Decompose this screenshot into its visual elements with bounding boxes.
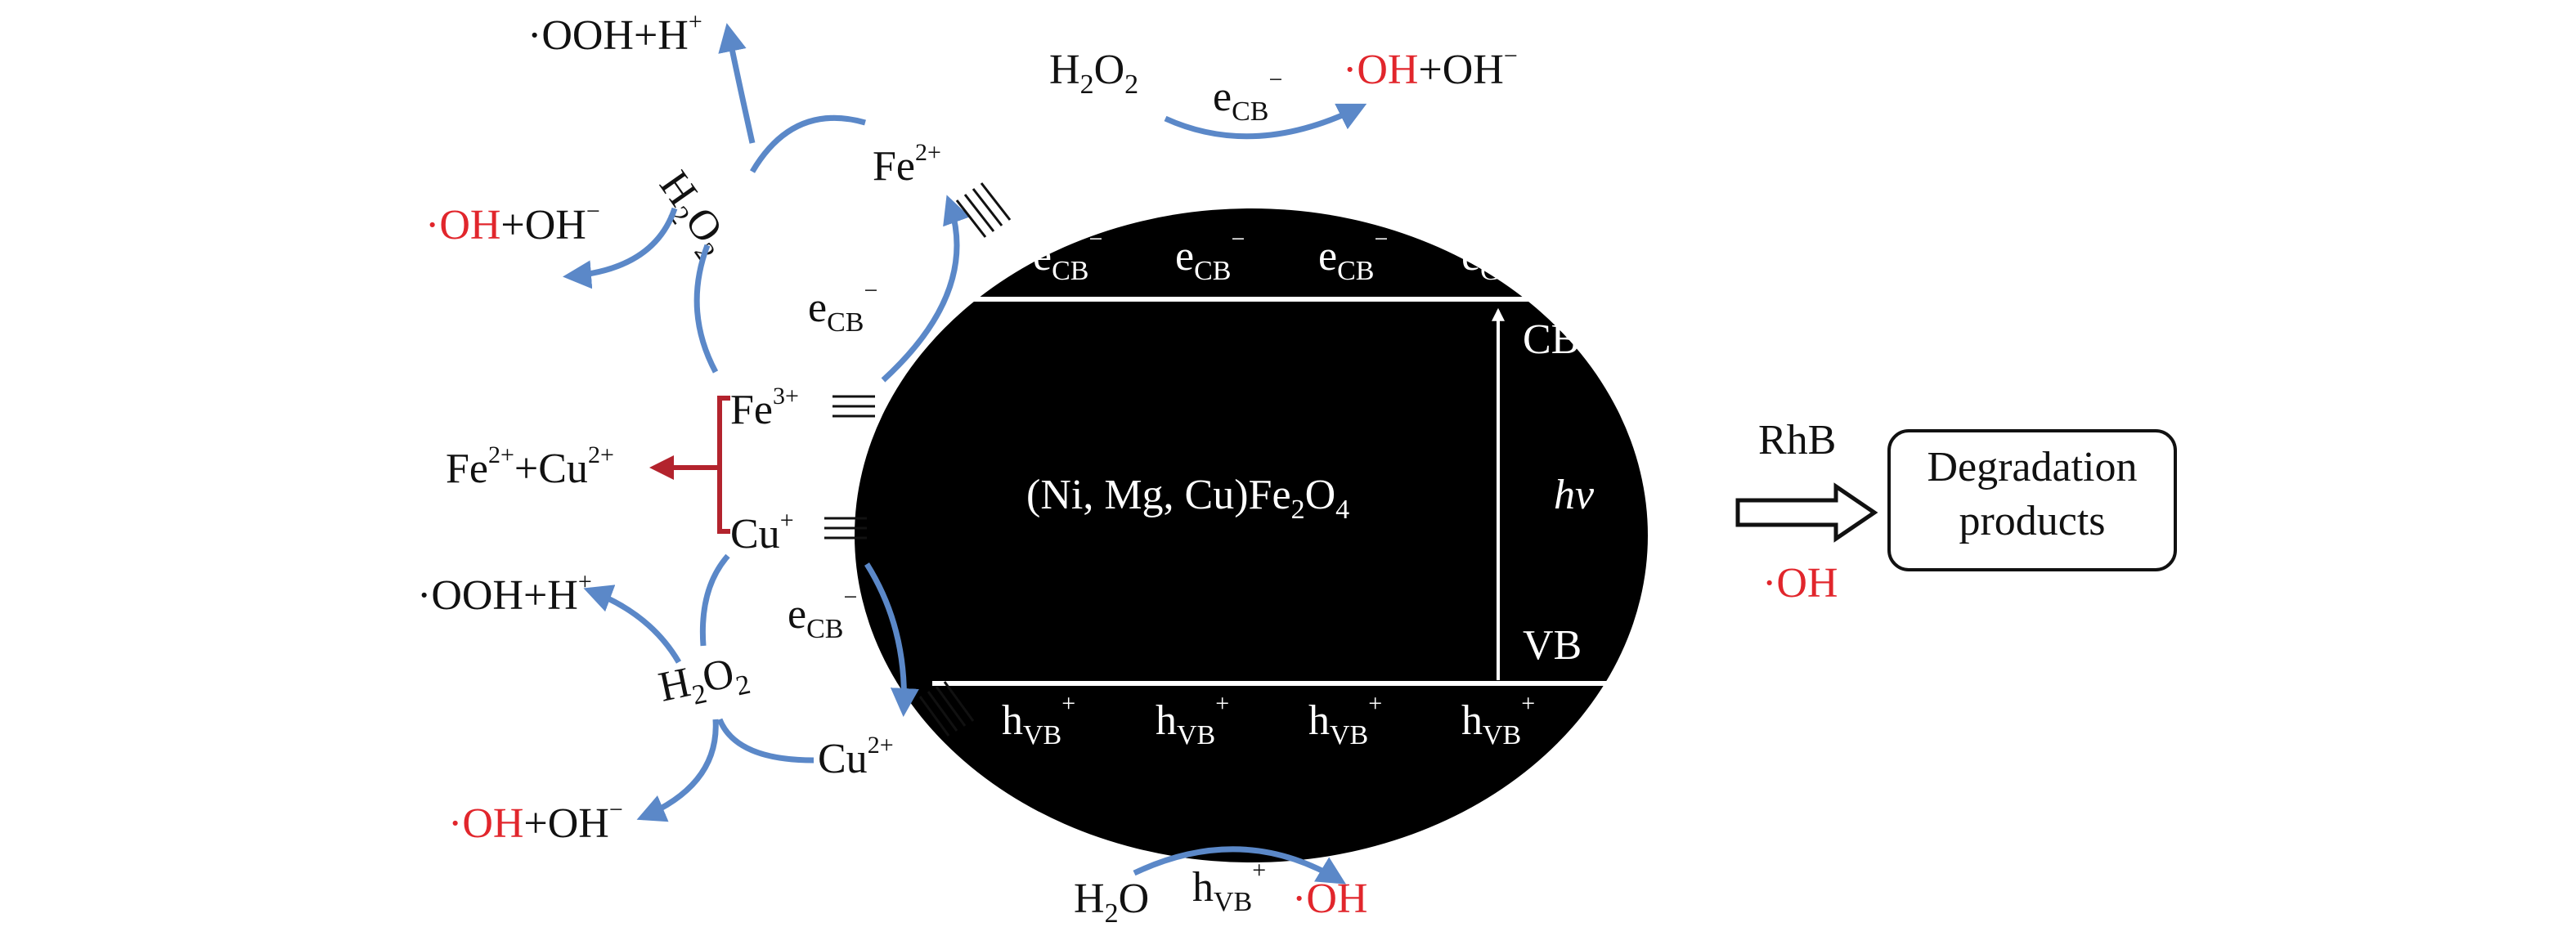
- degradation-products-box: [1887, 429, 2177, 571]
- bottom-reaction-arrow: [1133, 846, 1346, 885]
- arrow-electron-to-cu2: [864, 562, 919, 717]
- arrow-cu-to-h2o2: [699, 553, 730, 647]
- degradation-products-line2: products: [1959, 498, 2105, 544]
- ooh-lower: ·OOH+H+: [417, 568, 592, 619]
- vb-label: VB: [1523, 622, 1582, 669]
- arrow-upper-to-oh: [563, 207, 678, 289]
- vb-hole: hVB+: [1308, 690, 1382, 750]
- surface-hash-cu: [824, 517, 867, 540]
- cu2-ion: Cu2+: [818, 732, 894, 782]
- cb-electron: eCB−: [1175, 226, 1245, 286]
- fe2-ion: Fe2+: [873, 139, 941, 190]
- top-electron: eCB−: [1213, 66, 1282, 127]
- electron-upper: eCB−: [808, 277, 877, 338]
- ferrite-particle: [855, 208, 1648, 862]
- cu-plus-ion: Cu+: [730, 507, 794, 558]
- bottom-product: ·OH: [1292, 876, 1367, 922]
- fe3-cu-bracket: [717, 396, 730, 534]
- oh-lower: ·OH+OH−: [448, 796, 623, 847]
- arrow-fe2-to-h2o2: [749, 114, 866, 173]
- fe-cu-product: Fe2++Cu2+: [446, 441, 614, 492]
- cb-label: CB: [1523, 316, 1579, 363]
- vb-hole: hVB+: [1002, 690, 1075, 750]
- rhb-label: RhB: [1758, 417, 1836, 464]
- arrow-upper-to-fe3: [693, 244, 719, 374]
- h2o-bottom: H2O: [1074, 876, 1149, 929]
- vb-hole: hVB+: [1156, 690, 1229, 750]
- cb-electron: eCB−: [1033, 226, 1102, 286]
- arrow-lower-to-oh: [636, 719, 719, 822]
- arrow-cu2-to-h2o2: [716, 718, 815, 764]
- bottom-hole: hVB+: [1192, 857, 1266, 917]
- degradation-arrow: [1735, 482, 1878, 543]
- degradation-products-line1: Degradation: [1927, 444, 2137, 490]
- surface-hash-cu2: [918, 681, 975, 737]
- surface-hash-fe2: [955, 182, 1012, 238]
- oh-upper: ·OH+OH−: [425, 198, 600, 249]
- radical-oh-right: ·OH: [1762, 560, 1838, 607]
- cb-electron: eCB−: [1461, 226, 1531, 286]
- top-product: ·OH+OH−: [1343, 43, 1518, 93]
- h2o2-lower: H2O2: [655, 647, 753, 717]
- arrow-upper-to-ooh: [718, 23, 756, 144]
- top-reaction-arrow: [1164, 103, 1367, 140]
- surface-hash-fe3: [832, 395, 875, 418]
- fe3-ion: Fe3+: [730, 383, 799, 433]
- arrow-electron-to-fe2: [881, 195, 971, 383]
- h2o2-top: H2O2: [1049, 47, 1138, 100]
- vb-hole: hVB+: [1461, 690, 1535, 750]
- ooh-upper: ·OOH+H+: [527, 8, 702, 59]
- particle-formula: (Ni, Mg, Cu)Fe2O4: [1026, 472, 1349, 525]
- electron-lower: eCB−: [788, 584, 857, 644]
- arrow-lower-to-ooh: [583, 584, 682, 664]
- hv-label: hv: [1554, 472, 1595, 518]
- cb-electron: eCB−: [1318, 226, 1388, 286]
- h2o2-upper: H2O2: [645, 163, 740, 266]
